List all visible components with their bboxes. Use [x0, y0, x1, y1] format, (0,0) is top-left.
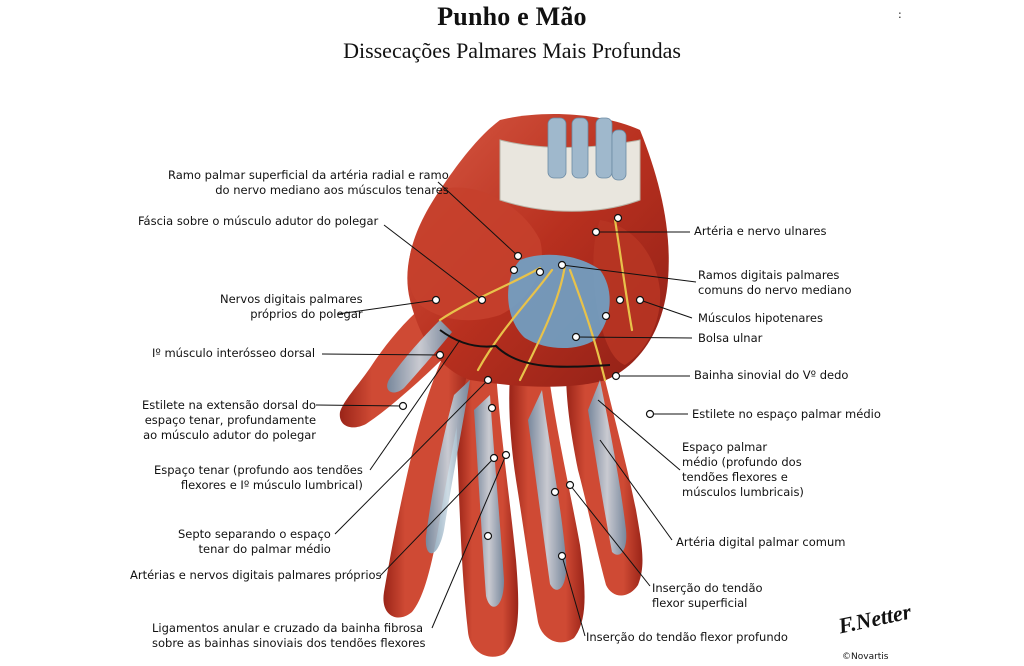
label-fascia-adutor: Fáscia sobre o músculo adutor do polegar [138, 214, 379, 228]
label-bainha-sinovial: Bainha sinovial do Vº dedo [694, 368, 849, 382]
label-arteria-nervo-ulnares: Artéria e nervo ulnares [694, 224, 827, 238]
thenar-muscles [408, 187, 542, 321]
ulnar-bursa [508, 254, 610, 349]
copyright-brand: ©Novartis [842, 652, 889, 662]
synovial-sheaths [387, 320, 627, 607]
edge-mark: : [898, 8, 902, 21]
label-musculos-hipotenares: Músculos hipotenares [698, 311, 823, 325]
label-bolsa-ulnar: Bolsa ulnar [698, 331, 763, 345]
label-arteria-digital-comum: Artéria digital palmar comum [676, 535, 846, 549]
leader-lines [315, 181, 697, 637]
label-insercao-flexor-profundo: Inserção do tendão flexor profundo [586, 630, 788, 644]
page-title: Punho e Mão [437, 2, 587, 31]
wrist-tendons [547, 117, 627, 181]
leader-endpoints [398, 213, 655, 561]
label-estilete-palmar-medio: Estilete no espaço palmar médio [692, 407, 881, 421]
page-subtitle: Dissecações Palmares Mais Profundas [343, 38, 681, 63]
label-ramo-palmar-superficial: Ramo palmar superficial da artéria radia… [168, 168, 449, 197]
label-ligamentos-anular: Ligamentos anular e cruzado da bainha fi… [152, 621, 426, 650]
septum-line [439, 329, 611, 368]
label-interosseo-dorsal: Iº músculo interósseo dorsal [152, 346, 316, 360]
digital-nerves [438, 218, 634, 382]
label-arterias-nervos-digitais: Artérias e nervos digitais palmares próp… [130, 568, 382, 582]
